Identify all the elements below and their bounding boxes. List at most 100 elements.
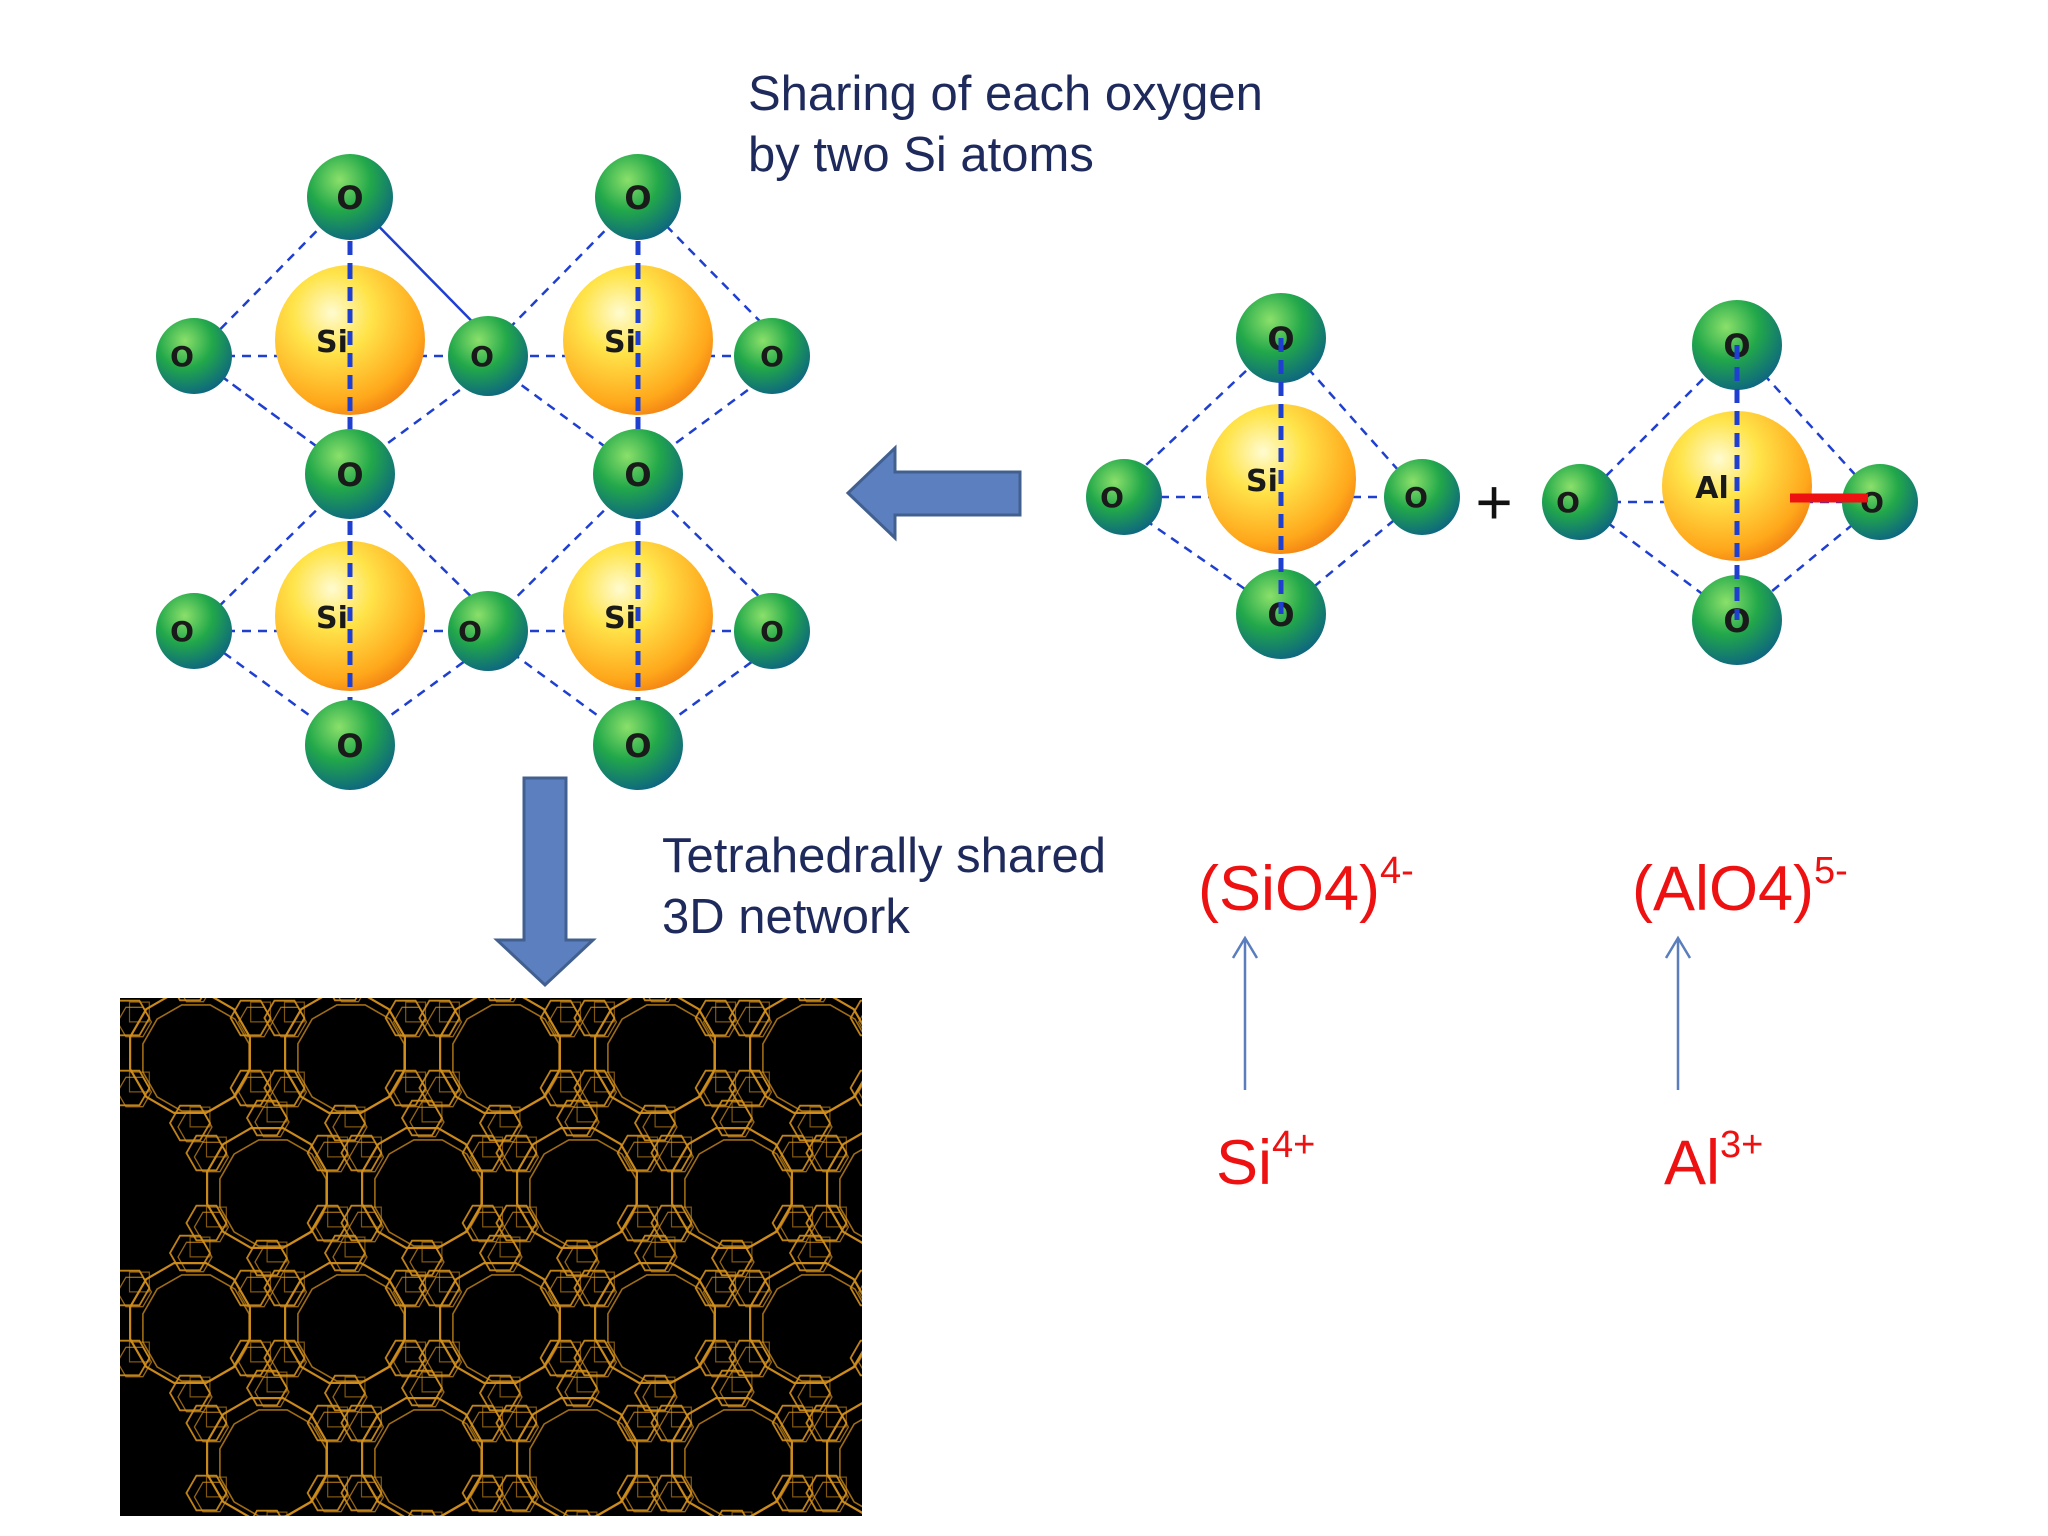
si-ion-arrow (1231, 935, 1259, 1090)
framework-ring (642, 1241, 678, 1273)
framework-ring (205, 1406, 227, 1428)
framework-ring (418, 1269, 461, 1307)
oxygen-atom: O (1384, 459, 1460, 535)
oxygen-atom: O (305, 700, 395, 790)
framework-ring (499, 1236, 521, 1258)
framework-ring (306, 1404, 349, 1442)
sio4-tetrahedron: O O O Si O (1086, 293, 1460, 659)
framework-ring (323, 1374, 367, 1412)
framework-ring (348, 1211, 385, 1243)
silicon-label: Si (316, 325, 348, 360)
framework-ring (515, 1136, 537, 1158)
framework-ring (229, 1339, 272, 1377)
framework-ring (702, 1276, 739, 1308)
framework-ring (593, 1001, 615, 1023)
framework-ring (229, 999, 272, 1037)
framework-ring (205, 1206, 227, 1228)
framework-ring (418, 999, 461, 1037)
framework-ring (283, 1071, 305, 1093)
framework-ring (670, 1406, 692, 1428)
framework-ring (478, 1234, 522, 1272)
framework-ring (193, 1141, 230, 1173)
framework-ring (229, 1269, 272, 1307)
framework-ring (185, 1134, 228, 1172)
framework-ring (719, 1376, 755, 1408)
framework-ring (624, 1141, 661, 1173)
framework-ring (555, 1369, 599, 1407)
caption-line: Tetrahedrally shared (662, 829, 1106, 883)
framework-ring (516, 1397, 639, 1520)
oxygen-atom: O (156, 318, 232, 394)
framework-ring (360, 1476, 382, 1498)
framework-ring (728, 999, 771, 1037)
framework-ring (400, 1369, 444, 1407)
framework-ring (361, 1397, 483, 1520)
framework-ring (421, 1371, 443, 1393)
framework-ring (503, 1411, 540, 1443)
framework-ring (516, 1127, 639, 1249)
framework-ring (323, 1104, 367, 1142)
framework-ring (421, 1101, 443, 1123)
oxygen-atom: O (156, 593, 232, 669)
si-ion-base: Si (1216, 1128, 1273, 1198)
framework-ring (593, 1071, 615, 1093)
framework-ring (340, 1404, 383, 1442)
framework-ring (314, 1481, 351, 1513)
network-caption: Tetrahedrally shared 3D network (662, 826, 1106, 948)
framework-ring (805, 1134, 848, 1172)
framework-ring (237, 1006, 274, 1038)
framework-ring (633, 1374, 677, 1412)
framework-ring (384, 999, 427, 1037)
alo4-tetrahedron: O O O Al O (1542, 300, 1918, 665)
framework-ring (361, 1127, 483, 1249)
framework-ring (426, 1006, 463, 1038)
caption-line: 3D network (662, 890, 910, 944)
framework-ring (418, 1069, 461, 1107)
framework-ring (710, 1239, 754, 1277)
silicate-cluster: O O O O O O O O O O O O Si Si Si Si (156, 154, 810, 790)
framework-ring (616, 1134, 659, 1172)
framework-ring (547, 1276, 584, 1308)
framework-ring (748, 1001, 770, 1023)
oxygen-label: O (1723, 602, 1750, 640)
framework-ring (461, 1134, 504, 1172)
framework-ring (593, 1271, 615, 1293)
framework-ring (323, 1234, 367, 1272)
oxygen-atom: O (448, 316, 528, 396)
framework-ring (306, 1134, 349, 1172)
alo4-formula: (AlO4)5- (1632, 836, 1848, 924)
framework-ring (503, 1481, 540, 1513)
framework-ring (710, 1369, 754, 1407)
framework-ring (658, 1481, 695, 1513)
framework-ring (694, 999, 737, 1037)
framework-ring (283, 1271, 305, 1293)
framework-ring (495, 1204, 538, 1242)
al-ion: Al3+ (1664, 1110, 1763, 1198)
framework-ring (344, 1236, 366, 1258)
framework-ring (809, 1376, 831, 1398)
framework-ring (245, 1369, 289, 1407)
framework-ring (573, 1269, 616, 1307)
framework-ring (461, 1204, 504, 1242)
framework-ring (813, 1411, 850, 1443)
framework-ring (581, 1006, 618, 1038)
oxygen-atom: O (593, 429, 683, 519)
framework-ring (771, 1134, 814, 1172)
framework-ring (263, 999, 306, 1037)
framework-ring (576, 1241, 598, 1263)
al-ion-arrow (1664, 935, 1692, 1090)
framework-ring (189, 1236, 211, 1258)
framework-ring (633, 1104, 677, 1142)
framework-ring (813, 1481, 850, 1513)
framework-ring (825, 1206, 847, 1228)
framework-ring (788, 1234, 832, 1272)
framework-ring (283, 1341, 305, 1363)
framework-ring (771, 1404, 814, 1442)
oxygen-atom: O (1086, 459, 1162, 535)
framework-ring (193, 1481, 230, 1513)
framework-ring (670, 1127, 794, 1249)
framework-ring (539, 1339, 582, 1377)
framework-ring (594, 1262, 717, 1384)
framework-ring (392, 1276, 429, 1308)
framework-ring (495, 1404, 538, 1442)
